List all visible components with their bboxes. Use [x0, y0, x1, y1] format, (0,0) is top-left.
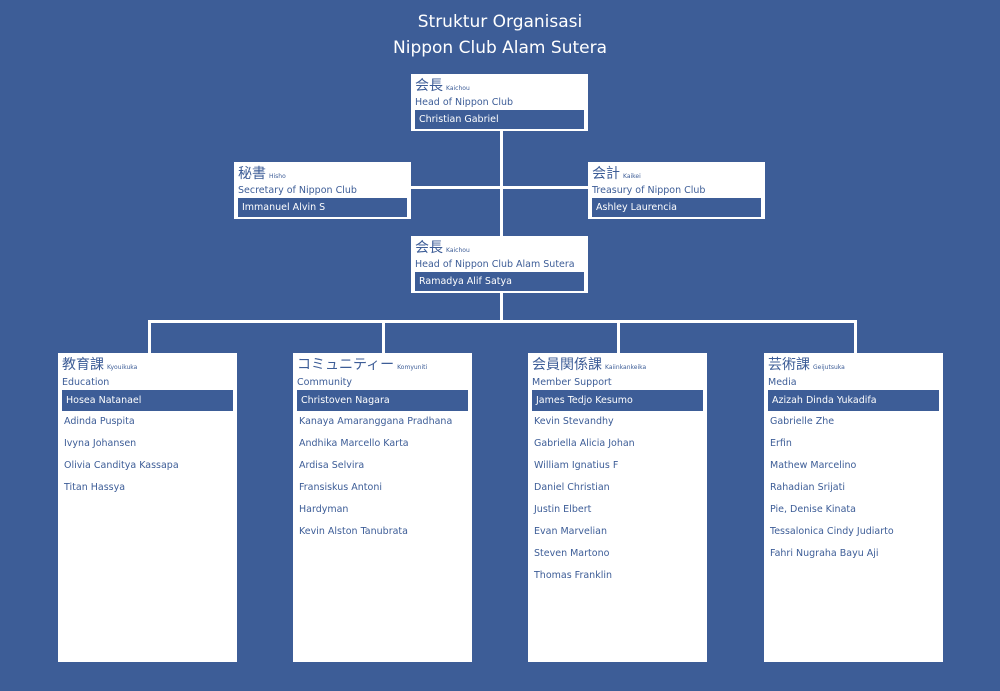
division-name: Community	[297, 377, 352, 388]
member-name: William Ignatius F	[534, 460, 619, 471]
secretary-romaji: Hisho	[269, 173, 286, 180]
member-name: Andhika Marcello Karta	[299, 438, 409, 449]
division-romaji: Kyouikuka	[107, 364, 138, 371]
member-name: Justin Elbert	[534, 504, 592, 515]
secretary-jp-title: 秘書	[238, 166, 266, 182]
treasury-jp-title: 会計	[592, 166, 620, 182]
connector-top-vertical	[500, 131, 503, 236]
connector-division-3	[617, 320, 620, 354]
member-name: Gabriella Alicia Johan	[534, 438, 635, 449]
treasury-name: Ashley Laurencia	[592, 198, 761, 217]
member-name: Kevin Stevandhy	[534, 416, 614, 427]
sub-head-romaji: Kaichou	[446, 247, 470, 254]
member-name: Olivia Canditya Kassapa	[64, 460, 179, 471]
division-jp-title: 教育課	[62, 357, 104, 373]
head-romaji: Kaichou	[446, 85, 470, 92]
connector-division-4	[854, 320, 857, 354]
member-name: Ardisa Selvira	[299, 460, 365, 471]
connector-treasury-horizontal	[502, 186, 589, 189]
member-name: Mathew Marcelino	[770, 460, 857, 471]
division-head-name: James Tedjo Kesumo	[532, 390, 703, 411]
member-name: Tessalonica Cindy Judiarto	[770, 526, 894, 537]
division-head-name: Azizah Dinda Yukadifa	[768, 390, 939, 411]
division-name: Education	[62, 377, 110, 388]
member-name: Daniel Christian	[534, 482, 610, 493]
member-name: Fahri Nugraha Bayu Aji	[770, 548, 879, 559]
division-head-name: Christoven Nagara	[297, 390, 468, 411]
member-name: Steven Martono	[534, 548, 610, 559]
head-name: Christian Gabriel	[415, 110, 584, 129]
member-name: Evan Marvelian	[534, 526, 607, 537]
division-name: Member Support	[532, 377, 612, 388]
head-jp-title: 会長	[415, 78, 443, 94]
connector-division-2	[382, 320, 385, 354]
member-name: Adinda Puspita	[64, 416, 135, 427]
connector-divisions-horizontal	[148, 320, 857, 323]
member-name: Rahadian Srijati	[770, 482, 845, 493]
connector-division-1	[148, 320, 151, 354]
member-name: Pie, Denise Kinata	[770, 504, 856, 515]
member-name: Kevin Alston Tanubrata	[299, 526, 408, 537]
member-name: Erfin	[770, 438, 792, 449]
treasury-romaji: Kaikei	[623, 173, 641, 180]
connector-sub-vertical	[500, 293, 503, 322]
member-name: Titan Hassya	[64, 482, 126, 493]
secretary-name: Immanuel Alvin S	[238, 198, 407, 217]
chart-title-line1: Struktur Organisasi	[417, 12, 583, 32]
division-jp-title: 芸術課	[768, 357, 810, 373]
division-romaji: Kaiinkankeika	[605, 364, 647, 371]
member-name: Gabrielle Zhe	[770, 416, 835, 427]
member-name: Hardyman	[299, 504, 349, 515]
division-head-name: Hosea Natanael	[62, 390, 233, 411]
member-name: Kanaya Amaranggana Pradhana	[299, 416, 453, 427]
division-jp-title: 会員関係課	[532, 357, 602, 373]
sub-head-jp-title: 会長	[415, 240, 443, 256]
head-role: Head of Nippon Club	[415, 97, 514, 108]
division-jp-title: コミュニティー	[297, 357, 395, 373]
member-name: Ivyna Johansen	[64, 438, 137, 449]
division-name: Media	[768, 377, 797, 388]
secretary-role: Secretary of Nippon Club	[238, 185, 357, 196]
sub-head-role: Head of Nippon Club Alam Sutera	[415, 259, 575, 270]
sub-head-name: Ramadya Alif Satya	[415, 272, 584, 291]
member-name: Thomas Franklin	[534, 570, 613, 581]
chart-title-line2: Nippon Club Alam Sutera	[393, 38, 607, 58]
member-name: Fransiskus Antoni	[299, 482, 382, 493]
connector-secretary-horizontal	[410, 186, 502, 189]
division-romaji: Geijutsuka	[813, 364, 845, 371]
division-romaji: Komyuniti	[397, 364, 428, 371]
treasury-role: Treasury of Nippon Club	[592, 185, 706, 196]
